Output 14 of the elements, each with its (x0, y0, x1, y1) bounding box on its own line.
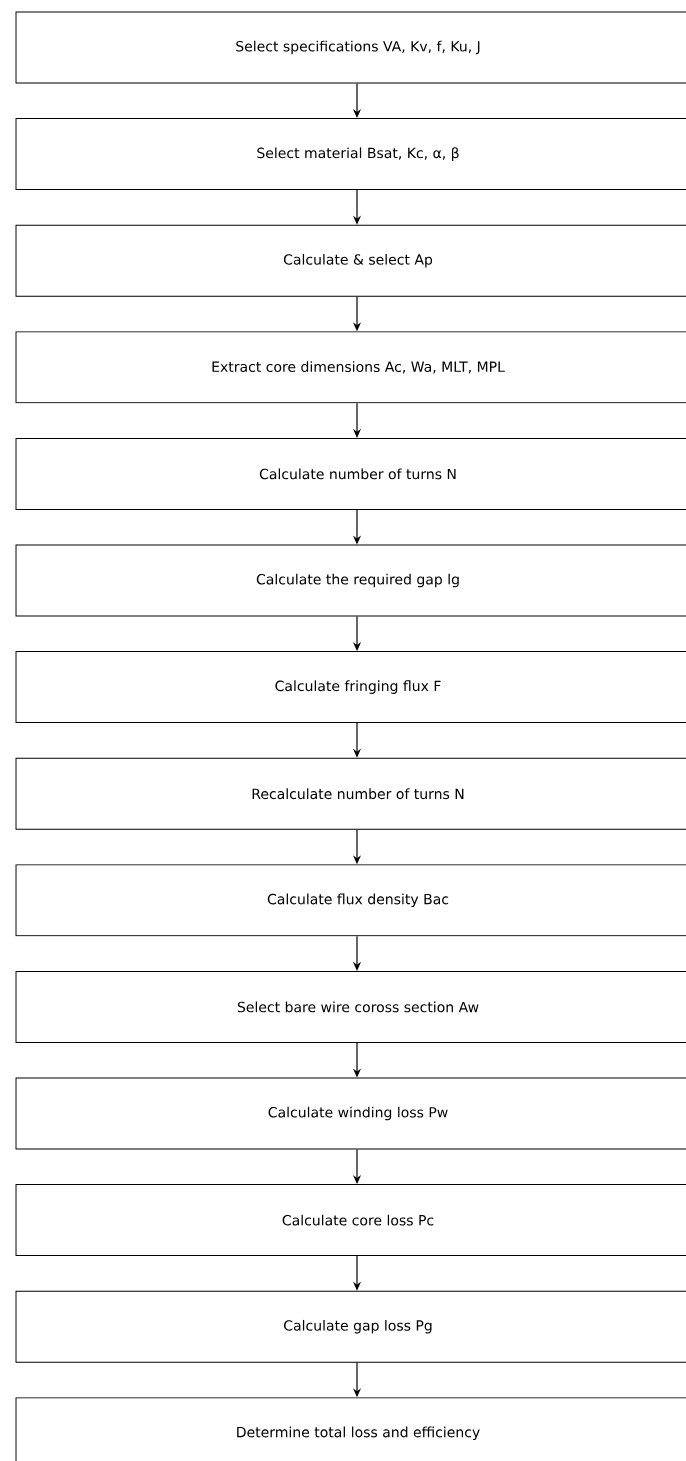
process-box: Calculate & select Ap (15, 224, 686, 297)
process-box: Select bare wire coross section Aw (15, 970, 686, 1043)
process-box: Calculate winding loss Pw (15, 1077, 686, 1150)
process-box: Calculate number of turns N (15, 437, 686, 510)
process-box: Calculate core loss Pc (15, 1184, 686, 1257)
process-box: Determine total loss and efficiency (15, 1397, 686, 1461)
process-box: Select specifications VA, Kv, f, Ku, J (15, 11, 686, 84)
process-box: Calculate gap loss Pg (15, 1290, 686, 1363)
process-box: Select material Bsat, Kc, α, β (15, 118, 686, 191)
process-box: Extract core dimensions Ac, Wa, MLT, MPL (15, 331, 686, 404)
process-box: Recalculate number of turns N (15, 757, 686, 830)
process-box: Calculate flux density Bac (15, 864, 686, 937)
process-box: Calculate the required gap lg (15, 544, 686, 617)
process-box: Calculate fringing flux F (15, 651, 686, 724)
